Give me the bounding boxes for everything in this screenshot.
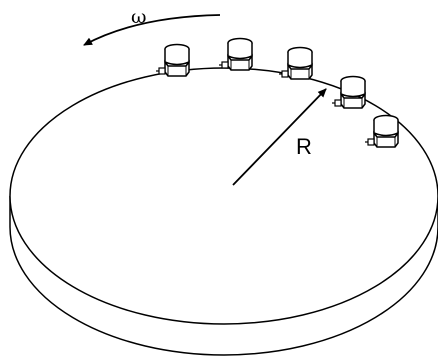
rotation-arrow <box>83 14 221 46</box>
accelerometer-icon <box>155 43 190 77</box>
accelerometer-icon <box>278 46 313 80</box>
rotation-label: ω <box>131 6 147 28</box>
radius-arrow <box>232 88 327 186</box>
accelerometer-icon <box>218 37 253 71</box>
disk-top <box>9 67 438 325</box>
radius-label: R <box>296 134 312 159</box>
